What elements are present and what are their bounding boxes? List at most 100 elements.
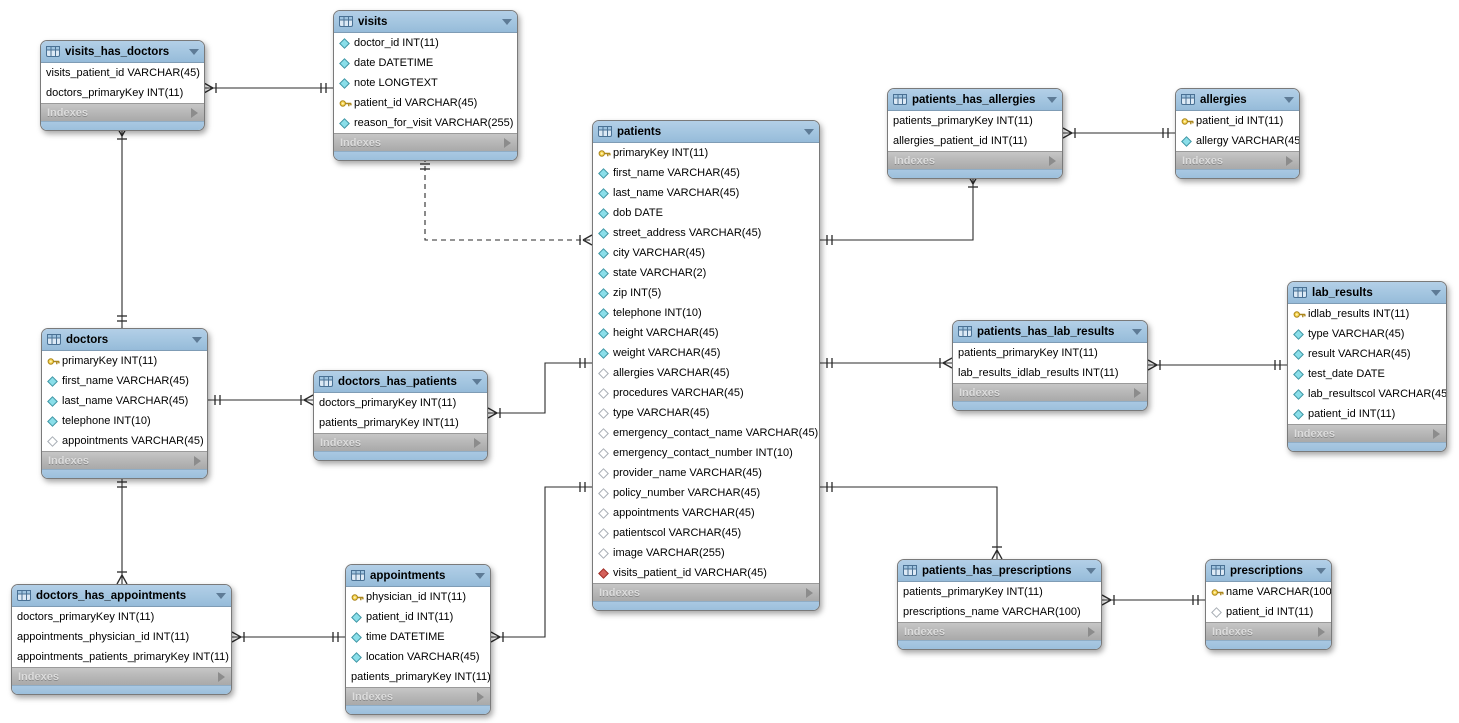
column-row[interactable]: date DATETIME [334,53,517,73]
indexes-section[interactable]: Indexes [888,151,1062,169]
collapse-arrow-icon[interactable] [1086,567,1096,574]
column-row[interactable]: image VARCHAR(255) [593,543,819,563]
collapse-arrow-icon[interactable] [472,378,482,385]
relationship-line[interactable] [488,362,592,414]
column-row[interactable]: first_name VARCHAR(45) [42,371,207,391]
column-row[interactable]: zip INT(5) [593,283,819,303]
column-row[interactable]: doctors_primaryKey INT(11) [314,393,487,413]
indexes-section[interactable]: Indexes [42,451,207,469]
column-row[interactable]: type VARCHAR(45) [593,403,819,423]
column-row[interactable]: patient_id INT(11) [1288,404,1446,424]
column-row[interactable]: dob DATE [593,203,819,223]
column-row[interactable]: patients_primaryKey INT(11) [898,582,1101,602]
column-row[interactable]: patients_primaryKey INT(11) [314,413,487,433]
column-row[interactable]: appointments_patients_primaryKey INT(11) [12,647,231,667]
relationship-connector-visits-patients[interactable] [420,157,593,246]
collapse-arrow-icon[interactable] [192,336,202,343]
column-row[interactable]: provider_name VARCHAR(45) [593,463,819,483]
relationship-connector-appointments-patients[interactable] [490,482,592,643]
column-row[interactable]: emergency_contact_name VARCHAR(45) [593,423,819,443]
column-row[interactable]: state VARCHAR(2) [593,263,819,283]
column-row[interactable]: emergency_contact_number INT(10) [593,443,819,463]
relationship-connector-patients_has_allergies-allergies[interactable] [1062,127,1175,139]
relationship-connector-patients-patients_has_prescriptions[interactable] [820,482,1003,560]
indexes-section[interactable]: Indexes [12,667,231,685]
indexes-section[interactable]: Indexes [593,583,819,601]
column-row[interactable]: primaryKey INT(11) [593,143,819,163]
indexes-section[interactable]: Indexes [334,133,517,151]
column-row[interactable]: patients_primaryKey INT(11) [888,111,1062,131]
table-header[interactable]: doctors_has_appointments [12,585,231,607]
table-header[interactable]: patients_has_lab_results [953,321,1147,343]
column-row[interactable]: lab_resultscol VARCHAR(45) [1288,384,1446,404]
relationship-connector-doctors_has_patients-patients[interactable] [487,358,592,419]
column-row[interactable]: allergies_patient_id INT(11) [888,131,1062,151]
column-row[interactable]: procedures VARCHAR(45) [593,383,819,403]
collapse-arrow-icon[interactable] [475,572,485,579]
collapse-arrow-icon[interactable] [1284,96,1294,103]
column-row[interactable]: reason_for_visit VARCHAR(255) [334,113,517,133]
collapse-arrow-icon[interactable] [1132,328,1142,335]
table-header[interactable]: doctors [42,329,207,351]
column-row[interactable]: visits_patient_id VARCHAR(45) [593,563,819,583]
column-row[interactable]: allergy VARCHAR(45) [1176,131,1299,151]
relationship-line[interactable] [820,175,974,241]
column-row[interactable]: physician_id INT(11) [346,587,490,607]
column-row[interactable]: last_name VARCHAR(45) [593,183,819,203]
column-row[interactable]: first_name VARCHAR(45) [593,163,819,183]
indexes-section[interactable]: Indexes [314,433,487,451]
indexes-section[interactable]: Indexes [41,103,204,121]
relationship-connector-visits_has_doctors-doctors[interactable] [116,126,128,328]
relationship-connector-doctors-doctors_has_patients[interactable] [208,394,314,406]
column-row[interactable]: idlab_results INT(11) [1288,304,1446,324]
column-row[interactable]: doctor_id INT(11) [334,33,517,53]
indexes-section[interactable]: Indexes [346,687,490,705]
indexes-section[interactable]: Indexes [1288,424,1446,442]
column-row[interactable]: doctors_primaryKey INT(11) [41,83,204,103]
relationship-connector-doctors_has_appointments-appointments[interactable] [231,631,345,643]
column-row[interactable]: note LONGTEXT [334,73,517,93]
column-row[interactable]: patient_id VARCHAR(45) [334,93,517,113]
column-row[interactable]: result VARCHAR(45) [1288,344,1446,364]
collapse-arrow-icon[interactable] [189,48,199,55]
relationship-connector-patients-patients_has_allergies[interactable] [820,174,979,245]
column-row[interactable]: test_date DATE [1288,364,1446,384]
column-row[interactable]: location VARCHAR(45) [346,647,490,667]
indexes-section[interactable]: Indexes [1176,151,1299,169]
column-row[interactable]: patient_id INT(11) [1176,111,1299,131]
column-row[interactable]: appointments VARCHAR(45) [42,431,207,451]
table-header[interactable]: patients_has_prescriptions [898,560,1101,582]
table-header[interactable]: visits [334,11,517,33]
relationship-connector-patients_has_prescriptions-prescriptions[interactable] [1101,594,1205,606]
relationship-line[interactable] [424,157,592,241]
collapse-arrow-icon[interactable] [1047,96,1057,103]
column-row[interactable]: city VARCHAR(45) [593,243,819,263]
column-row[interactable]: height VARCHAR(45) [593,323,819,343]
column-row[interactable]: lab_results_idlab_results INT(11) [953,363,1147,383]
column-row[interactable]: policy_number VARCHAR(45) [593,483,819,503]
column-row[interactable]: visits_patient_id VARCHAR(45) [41,63,204,83]
relationship-connector-visits_has_doctors-visits[interactable] [203,82,333,94]
column-row[interactable]: doctors_primaryKey INT(11) [12,607,231,627]
column-row[interactable]: patients_primaryKey INT(11) [346,667,490,687]
column-row[interactable]: telephone INT(10) [42,411,207,431]
table-header[interactable]: doctors_has_patients [314,371,487,393]
relationship-connector-doctors-doctors_has_appointments[interactable] [116,475,128,585]
indexes-section[interactable]: Indexes [898,622,1101,640]
table-header[interactable]: visits_has_doctors [41,41,204,63]
column-row[interactable]: appointments VARCHAR(45) [593,503,819,523]
column-row[interactable]: appointments_physician_id INT(11) [12,627,231,647]
column-row[interactable]: patient_id INT(11) [1206,602,1331,622]
indexes-section[interactable]: Indexes [1206,622,1331,640]
